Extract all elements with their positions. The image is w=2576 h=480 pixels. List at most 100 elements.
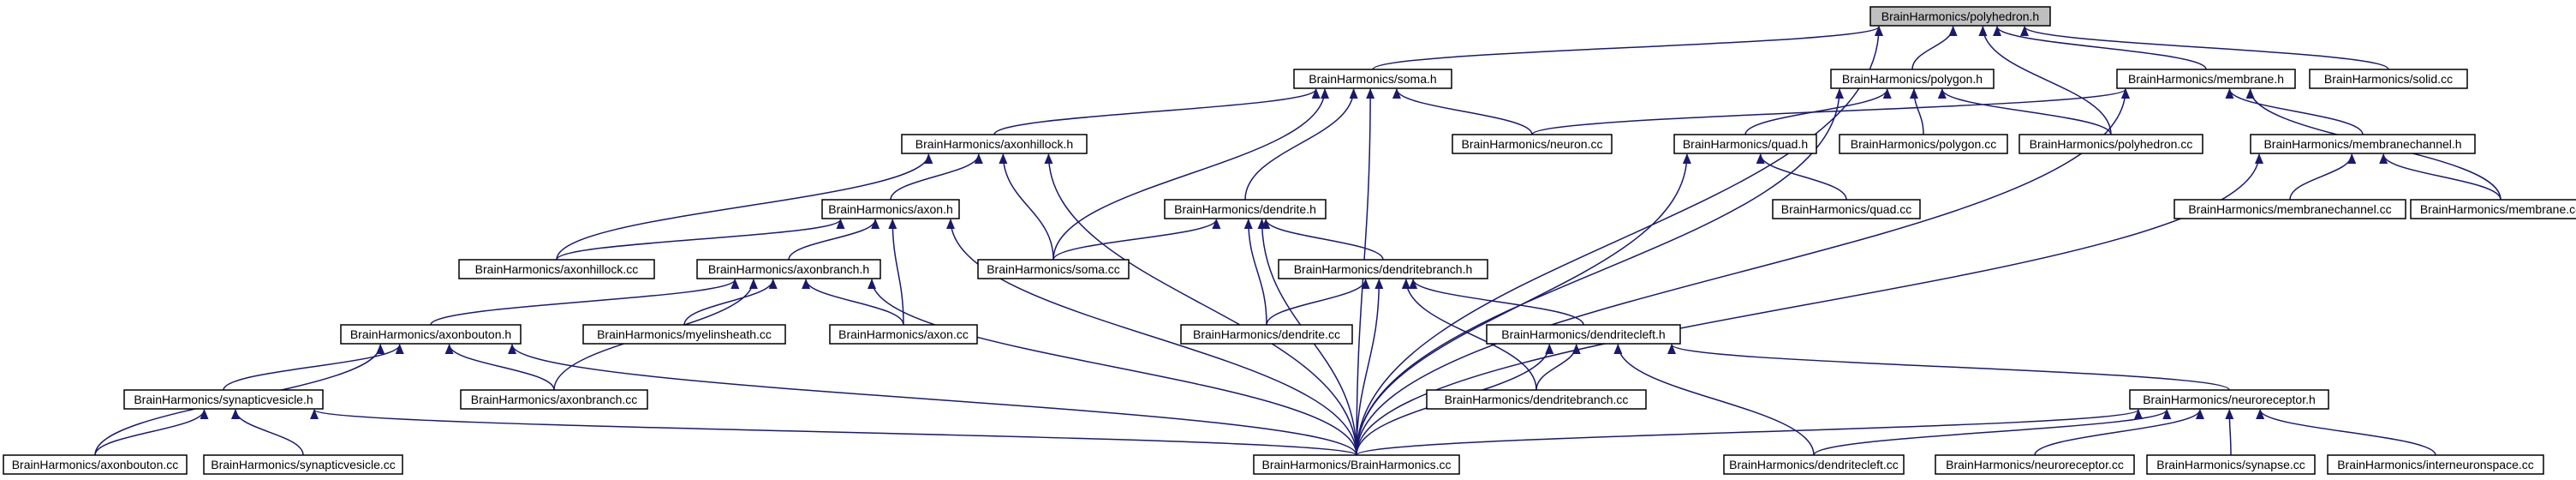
node-axonhillock-cc[interactable]: BrainHarmonics/axonhillock.cc (458, 259, 655, 279)
node-label: BrainHarmonics/solid.cc (2324, 72, 2453, 86)
node-label: BrainHarmonics/axonbouton.h (350, 327, 511, 341)
node-label: BrainHarmonics/polygon.h (1842, 72, 1983, 86)
edge-brainharmonics-cc-to-synapticvesicle-h (310, 409, 1357, 456)
node-dendritebranch-h[interactable]: BrainHarmonics/dendritebranch.h (1278, 259, 1488, 279)
node-box (901, 134, 1088, 154)
node-box (1180, 324, 1353, 345)
node-myelinsheath-cc[interactable]: BrainHarmonics/myelinsheath.cc (582, 324, 786, 345)
node-label: BrainHarmonics/dendritebranch.cc (1445, 393, 1629, 406)
edge-axon-h-to-axonhillock-h (890, 153, 983, 201)
node-label: BrainHarmonics/dendrite.cc (1193, 327, 1340, 341)
node-polyhedron-cc[interactable]: BrainHarmonics/polyhedron.cc (2018, 134, 2203, 154)
node-synapse-cc[interactable]: BrainHarmonics/synapse.cc (2146, 454, 2316, 475)
node-membranechannel-h[interactable]: BrainHarmonics/membranechannel.h (2250, 134, 2476, 154)
edge-dendrite-cc-to-dendrite-h (1243, 219, 1267, 326)
node-axonbouton-h[interactable]: BrainHarmonics/axonbouton.h (340, 324, 522, 345)
node-quad-cc[interactable]: BrainHarmonics/quad.cc (1772, 199, 1921, 219)
node-neuroreceptor-cc[interactable]: BrainHarmonics/neuroreceptor.cc (1935, 454, 2135, 475)
node-axon-h[interactable]: BrainHarmonics/axon.h (821, 199, 960, 219)
node-label: BrainHarmonics/quad.h (1683, 137, 1808, 151)
node-label: BrainHarmonics/dendritecleft.cc (1729, 458, 1899, 471)
edge-membrane-h-to-poly-h (1993, 26, 2207, 70)
edge-axonbranch-h-to-axon-h (788, 219, 880, 261)
node-polygon-cc[interactable]: BrainHarmonics/polygon.cc (1839, 134, 2008, 154)
node-dendritecleft-h[interactable]: BrainHarmonics/dendritecleft.h (1486, 324, 1681, 345)
node-axonbranch-cc[interactable]: BrainHarmonics/axonbranch.cc (460, 389, 648, 410)
node-neuroreceptor-h[interactable]: BrainHarmonics/neuroreceptor.h (2129, 389, 2329, 410)
edge-dendritebranch-cc-to-dendritecleft-h (1535, 344, 1581, 391)
edge-membranechannel-cc-to-membranechannel-h (2289, 153, 2357, 201)
node-box (123, 389, 324, 410)
node-membrane-h[interactable]: BrainHarmonics/membrane.h (2116, 69, 2296, 89)
edge-axonhillock-cc-to-axon-h (556, 219, 845, 261)
node-soma-h[interactable]: BrainHarmonics/soma.h (1293, 69, 1452, 89)
node-box (1426, 389, 1647, 410)
node-label: BrainHarmonics/axonbranch.h (708, 262, 869, 276)
edge-brainharmonics-cc-to-axonhillock-h (1044, 153, 1357, 456)
node-box (3, 454, 188, 475)
node-box (458, 259, 655, 279)
node-membrane-cc[interactable]: BrainHarmonics/membrane.cc (2410, 199, 2576, 219)
node-label: BrainHarmonics/neuron.cc (1462, 137, 1603, 151)
node-label: BrainHarmonics/BrainHarmonics.cc (1262, 458, 1452, 471)
node-box (2250, 134, 2476, 154)
node-soma-cc[interactable]: BrainHarmonics/soma.cc (977, 259, 1130, 279)
node-axonbouton-cc[interactable]: BrainHarmonics/axonbouton.cc (3, 454, 188, 475)
node-label: BrainHarmonics/axonhillock.h (915, 137, 1073, 151)
node-label: BrainHarmonics/interneuronspace.cc (2337, 458, 2534, 471)
edge-membrane-cc-to-membranechannel-h (2379, 153, 2501, 201)
edge-brainharmonics-cc-to-quad-h (1356, 153, 1691, 456)
edge-brainharmonics-cc-to-membrane-h (1356, 88, 2130, 456)
node-interneuronspace-cc[interactable]: BrainHarmonics/interneuronspace.cc (2327, 454, 2544, 475)
node-dendrite-cc[interactable]: BrainHarmonics/dendrite.cc (1180, 324, 1353, 345)
node-poly-h[interactable]: BrainHarmonics/polyhedron.h (1869, 6, 2051, 27)
node-box (2129, 389, 2329, 410)
node-label: BrainHarmonics/polygon.cc (1851, 137, 1996, 151)
node-solid-cc[interactable]: BrainHarmonics/solid.cc (2309, 69, 2468, 89)
node-polygon-h[interactable]: BrainHarmonics/polygon.h (1830, 69, 1995, 89)
node-label: BrainHarmonics/membranechannel.h (2263, 137, 2461, 151)
node-label: BrainHarmonics/membrane.h (2128, 72, 2284, 86)
node-box (2309, 69, 2468, 89)
edge-brainharmonics-cc-to-axonbranch-h (868, 279, 1357, 456)
edge-brainharmonics-cc-to-poly-h (1356, 26, 1883, 456)
edge-dendrite-h-to-soma-h (1244, 88, 1358, 201)
node-label: BrainHarmonics/neuroreceptor.h (2143, 393, 2316, 406)
node-axonbranch-h[interactable]: BrainHarmonics/axonbranch.h (696, 259, 881, 279)
node-label: BrainHarmonics/myelinsheath.cc (597, 327, 772, 341)
edge-neuron-cc-to-soma-h (1392, 88, 1533, 135)
edge-neuroreceptor-cc-to-neuroreceptor-h (2034, 409, 2204, 456)
edge-dendritebranch-cc-to-dendritebranch-h (1401, 279, 1537, 391)
node-box (340, 324, 522, 345)
edge-membranechannel-h-to-membrane-h (2225, 88, 2364, 135)
node-synapticvesicle-h[interactable]: BrainHarmonics/synapticvesicle.h (123, 389, 324, 410)
edge-brainharmonics-cc-to-axon-h (946, 219, 1357, 456)
edge-axonbouton-h-to-axonbranch-h (430, 279, 740, 326)
edge-soma-cc-to-axonhillock-h (999, 153, 1054, 261)
edge-brainharmonics-cc-to-dendritebranch-h (1356, 279, 1384, 456)
node-label: BrainHarmonics/quad.cc (1781, 202, 1912, 216)
node-box (2116, 69, 2296, 89)
node-synapticvesicle-cc[interactable]: BrainHarmonics/synapticvesicle.cc (203, 454, 403, 475)
node-label: BrainHarmonics/soma.cc (987, 262, 1120, 276)
node-layer: BrainHarmonics/polyhedron.hBrainHarmonic… (3, 6, 2576, 475)
node-box (582, 324, 786, 345)
node-box (821, 199, 960, 219)
node-axon-cc[interactable]: BrainHarmonics/axon.cc (829, 324, 978, 345)
node-dendritecleft-cc[interactable]: BrainHarmonics/dendritecleft.cc (1723, 454, 1905, 475)
node-box (1935, 454, 2135, 475)
node-dendritebranch-cc[interactable]: BrainHarmonics/dendritebranch.cc (1426, 389, 1647, 410)
node-box (1772, 199, 1921, 219)
node-dendrite-h[interactable]: BrainHarmonics/dendrite.h (1164, 199, 1327, 219)
node-brainharmonics-cc[interactable]: BrainHarmonics/BrainHarmonics.cc (1253, 454, 1460, 475)
edge-brainharmonics-cc-to-axonbouton-h (508, 344, 1357, 456)
edge-axonbouton-cc-to-synapticvesicle-h (94, 409, 209, 456)
edge-dendritebranch-h-to-dendrite-h (1261, 219, 1384, 261)
node-membranechannel-cc[interactable]: BrainHarmonics/membranechannel.cc (2174, 199, 2406, 219)
node-label: BrainHarmonics/neuroreceptor.cc (1946, 458, 2124, 471)
node-box (1673, 134, 1817, 154)
node-neuron-cc[interactable]: BrainHarmonics/neuron.cc (1452, 134, 1613, 154)
node-axonhillock-h[interactable]: BrainHarmonics/axonhillock.h (901, 134, 1088, 154)
node-quad-h[interactable]: BrainHarmonics/quad.h (1673, 134, 1817, 154)
node-label: BrainHarmonics/dendrite.h (1174, 202, 1316, 216)
